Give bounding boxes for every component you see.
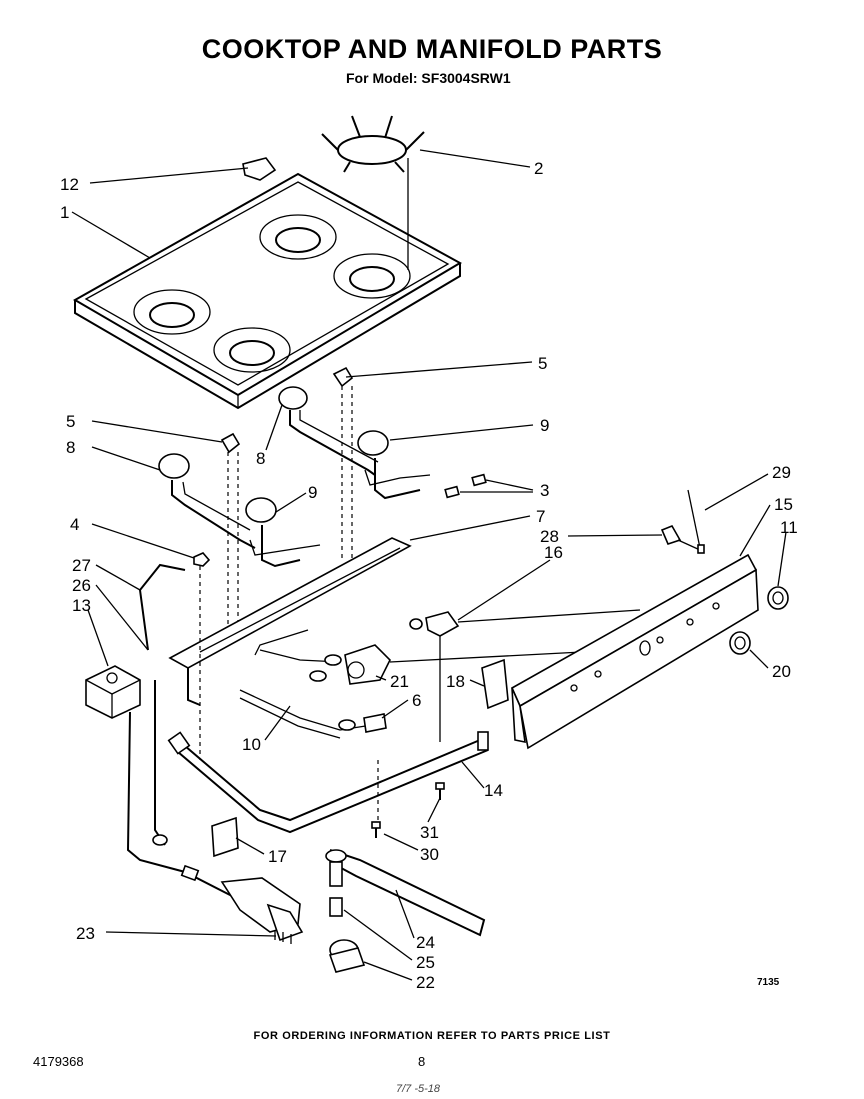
- mounting-bracket: [211, 816, 239, 858]
- switch-and-lead: [660, 489, 705, 554]
- callout-18: 18: [446, 672, 465, 691]
- pressure-regulator: [85, 665, 141, 719]
- cooktop-panel: [72, 172, 463, 410]
- page-number: 8: [418, 1054, 426, 1069]
- callout-24: 24: [416, 933, 435, 952]
- callout-30: 30: [420, 845, 439, 864]
- valve-tubing: [239, 609, 641, 742]
- callout-8-right: 8: [256, 449, 265, 468]
- callout-17: 17: [268, 847, 287, 866]
- callout-16: 16: [544, 543, 563, 562]
- callout-1: 1: [60, 203, 69, 222]
- figure-code: 7135: [757, 977, 780, 988]
- callout-4: 4: [70, 515, 79, 534]
- callout-22: 22: [416, 973, 435, 992]
- hinge-clip: [242, 157, 277, 181]
- callout-6: 6: [412, 691, 421, 710]
- callout-2: 2: [534, 159, 543, 178]
- burner-grate: [321, 115, 425, 270]
- callout-13: 13: [72, 596, 91, 615]
- control-panel: [510, 553, 759, 750]
- callout-8-left: 8: [66, 438, 75, 457]
- manifold-bracket: [168, 537, 412, 706]
- callout-3: 3: [540, 481, 549, 500]
- callout-7: 7: [536, 507, 545, 526]
- oven-burner-assembly: [220, 849, 486, 973]
- callout-12: 12: [60, 175, 79, 194]
- callout-14: 14: [484, 781, 503, 800]
- gas-manifold-pipe: [167, 731, 489, 834]
- document-part-number: 4179368: [33, 1054, 84, 1069]
- burner-orifices: [444, 473, 487, 499]
- callout-5-lower: 5: [66, 412, 75, 431]
- handwritten-mark: 7/7 -5-18: [396, 1083, 441, 1095]
- callout-28: 28: [540, 527, 559, 546]
- callout-29: 29: [772, 463, 791, 482]
- callout-15: 15: [774, 495, 793, 514]
- callout-21: 21: [390, 672, 409, 691]
- hex-nut: [193, 552, 211, 567]
- screws: [371, 760, 445, 838]
- rear-burner-assembly: [278, 366, 431, 560]
- side-bracket: [481, 658, 509, 710]
- callout-31: 31: [420, 823, 439, 842]
- callout-27: 27: [72, 556, 91, 575]
- model-subtitle: For Model: SF3004SRW1: [346, 70, 511, 86]
- callout-25: 25: [416, 953, 435, 972]
- ordering-note: FOR ORDERING INFORMATION REFER TO PARTS …: [253, 1030, 611, 1042]
- callout-9-right: 9: [540, 416, 549, 435]
- callout-20: 20: [772, 662, 791, 681]
- callout-11: 11: [780, 518, 798, 537]
- callout-10: 10: [242, 735, 261, 754]
- callout-5-upper: 5: [538, 354, 547, 373]
- front-burner-assembly: [158, 432, 321, 640]
- page-title: COOKTOP AND MANIFOLD PARTS: [201, 34, 663, 64]
- callout-9-left: 9: [308, 483, 317, 502]
- knobs: [729, 586, 789, 655]
- callout-26: 26: [72, 576, 91, 595]
- callout-labels: 12 1 2 5 5 8 8 9 9 3 29 15 11 4 7 28 16 …: [60, 159, 798, 992]
- leader-lines: [71, 149, 787, 981]
- callout-23: 23: [76, 924, 95, 943]
